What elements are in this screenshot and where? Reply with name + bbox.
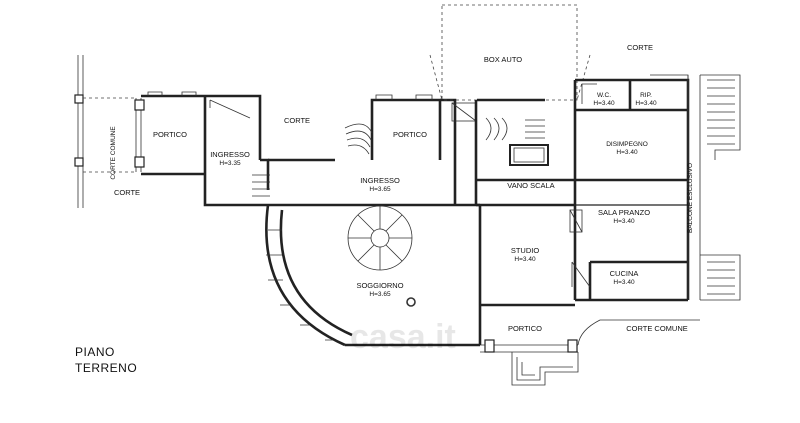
spiral-stair bbox=[347, 205, 413, 271]
label-corte-mid: CORTE bbox=[284, 116, 310, 125]
label-corte-comune-vertical: CORTE COMUNE bbox=[110, 126, 117, 180]
label-portico-left: PORTICO bbox=[153, 130, 187, 139]
soggiorno-area bbox=[265, 204, 482, 347]
label-ingresso-left: INGRESSO bbox=[210, 150, 250, 159]
label-studio-height: H=3.40 bbox=[514, 256, 536, 263]
ingresso-left-area bbox=[203, 94, 480, 207]
label-box-auto: BOX AUTO bbox=[484, 55, 522, 64]
label-studio: STUDIO bbox=[511, 246, 540, 255]
label-corte-left: CORTE bbox=[114, 188, 140, 197]
label-portico-mid: PORTICO bbox=[393, 130, 427, 139]
portico-bottom-area bbox=[480, 319, 700, 386]
portico-left-area bbox=[134, 91, 205, 176]
label-cucina: CUCINA bbox=[610, 269, 639, 278]
label-soggiorno-height: H=3.65 bbox=[369, 291, 391, 298]
studio-area bbox=[478, 205, 688, 307]
label-rip-height: H=3.40 bbox=[635, 100, 657, 107]
label-wc-height: H=3.40 bbox=[593, 100, 615, 107]
label-ingresso-center-height: H=3.65 bbox=[369, 186, 391, 193]
left-boundary bbox=[74, 55, 136, 208]
plan-title-line1: PIANO bbox=[75, 345, 115, 359]
label-ingresso-center: INGRESSO bbox=[360, 176, 400, 185]
label-ingresso-left-height: H=3.35 bbox=[219, 160, 241, 167]
right-rooms-area bbox=[569, 78, 690, 300]
label-vano-scala: VANO SCALA bbox=[507, 181, 554, 190]
label-balcone: BALCONE ESCLUSIVO bbox=[687, 163, 694, 233]
label-sala-pranzo: SALA PRANZO bbox=[598, 208, 650, 217]
plan-title-line2: TERRENO bbox=[75, 361, 138, 375]
label-corte-comune-bottom: CORTE COMUNE bbox=[626, 324, 688, 333]
label-sala-pranzo-height: H=3.40 bbox=[613, 218, 635, 225]
label-corte-top-right: CORTE bbox=[627, 43, 653, 52]
watermark: casa.it bbox=[350, 318, 456, 356]
label-soggiorno: SOGGIORNO bbox=[356, 281, 403, 290]
label-wc: W.C. bbox=[597, 92, 611, 99]
label-portico-bottom: PORTICO bbox=[508, 324, 542, 333]
label-rip: RIP. bbox=[640, 92, 652, 99]
portico-mid-area bbox=[344, 94, 477, 205]
label-cucina-height: H=3.40 bbox=[613, 279, 635, 286]
label-disimpegno-height: H=3.40 bbox=[616, 149, 638, 156]
label-disimpegno: DISIMPEGNO bbox=[606, 141, 648, 148]
box-auto-area bbox=[429, 4, 591, 102]
balcone-area bbox=[650, 74, 741, 301]
vano-scala-area bbox=[474, 100, 575, 207]
